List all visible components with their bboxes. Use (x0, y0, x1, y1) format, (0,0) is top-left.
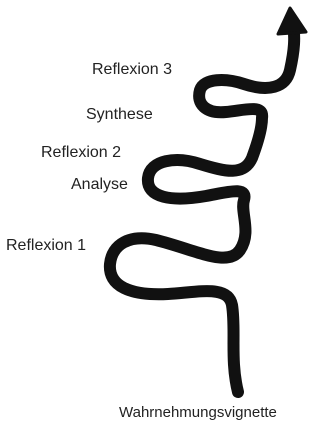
label-wahrnehmungsvignette: Wahrnehmungsvignette (119, 403, 277, 423)
label-reflexion-1: Reflexion 1 (6, 236, 86, 256)
arrowhead (278, 8, 306, 34)
label-reflexion-3: Reflexion 3 (92, 60, 172, 80)
label-analyse: Analyse (71, 175, 128, 195)
label-reflexion-2: Reflexion 2 (41, 143, 121, 163)
label-synthese: Synthese (86, 105, 153, 125)
